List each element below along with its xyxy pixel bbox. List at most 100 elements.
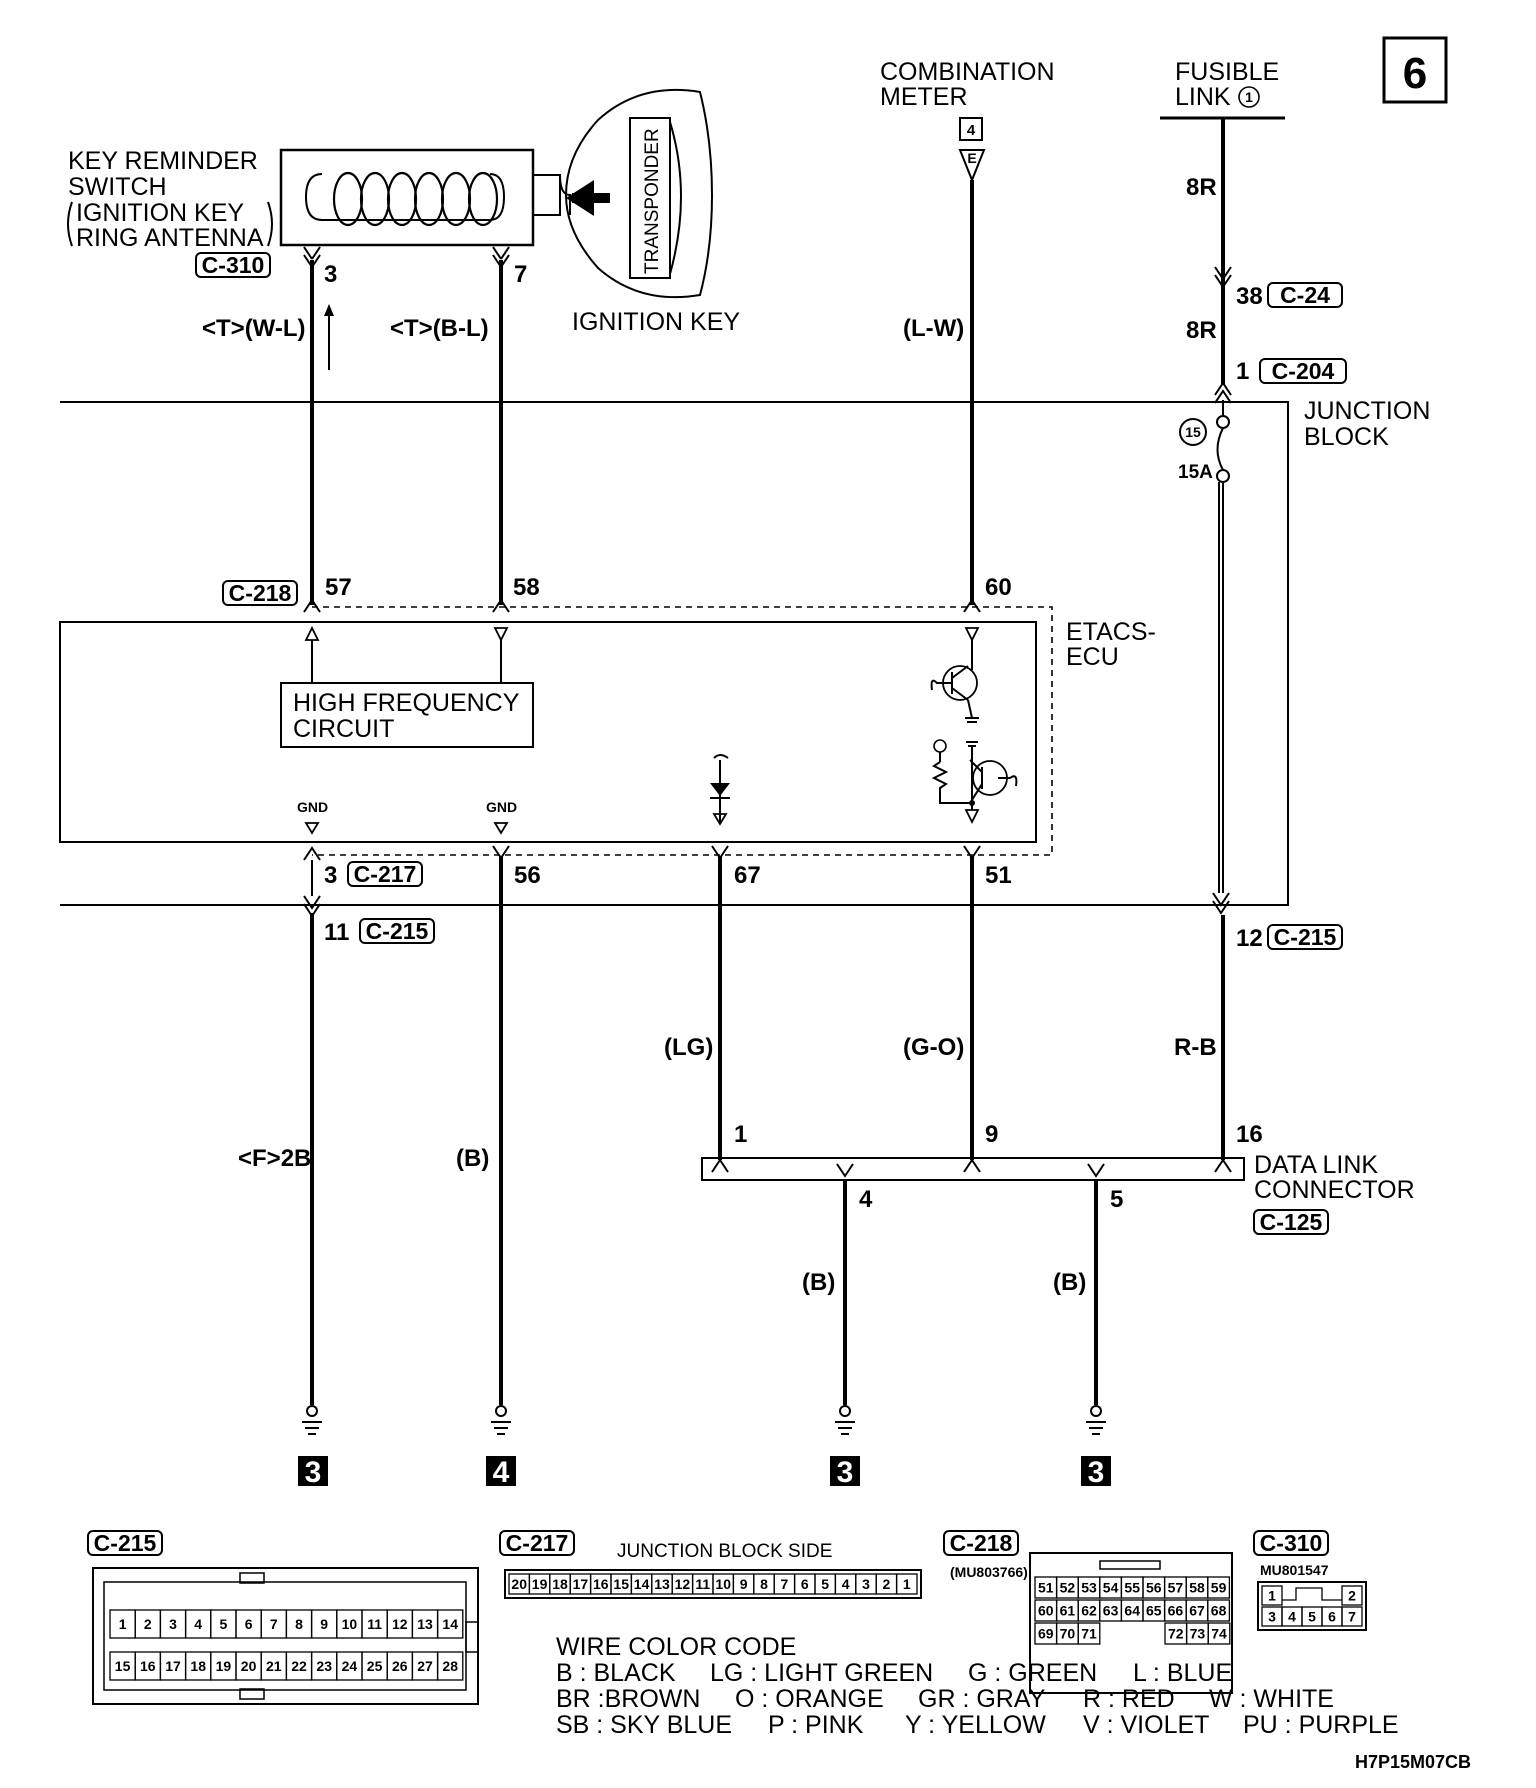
- c310-pin: 7: [1348, 1609, 1356, 1625]
- c215-pin: 1: [119, 1616, 127, 1632]
- ground-1-num: 3: [305, 1456, 322, 1489]
- pin-56: 56: [514, 862, 541, 889]
- c310-pin: 4: [1288, 1609, 1296, 1625]
- ground-1: 3: [298, 1405, 328, 1489]
- dlc-pin-16: 16: [1236, 1121, 1263, 1148]
- pin-38: 38: [1236, 283, 1263, 310]
- data-link-connector: 1 9 16 4 5 DATA LINK CONNECTOR C-125 (B)…: [701, 1121, 1415, 1405]
- connector-c215-tag-1: C-215: [359, 918, 435, 944]
- pin-11: 11: [324, 919, 349, 946]
- c217-pin: 13: [654, 1576, 670, 1592]
- ground-2: 4: [486, 1405, 516, 1489]
- c218-pin: 74: [1211, 1626, 1227, 1642]
- wire-b-56-label: (B): [456, 1145, 489, 1172]
- pin-67: 67: [734, 862, 761, 889]
- wire-lg-label: (LG): [664, 1034, 713, 1061]
- wire-b-4-label: (B): [802, 1269, 835, 1296]
- c218-pin: 70: [1060, 1626, 1076, 1642]
- connector-ref-e: E: [967, 150, 976, 166]
- grounds: 3 4 3 3: [298, 1405, 1111, 1489]
- c218-part-label: (MU803766): [950, 1564, 1028, 1580]
- color-code-sb: SB : SKY BLUE: [556, 1711, 732, 1739]
- c218-pin: 64: [1124, 1603, 1140, 1619]
- wire-color-code: WIRE COLOR CODE B : BLACK LG : LIGHT GRE…: [556, 1633, 1399, 1739]
- connector-ref-4: 4: [967, 122, 976, 139]
- fusible-link: FUSIBLE LINK 1: [1160, 58, 1285, 120]
- c215-pin: 4: [194, 1616, 202, 1632]
- c218-pin: 67: [1189, 1603, 1205, 1619]
- c217-side-label: JUNCTION BLOCK SIDE: [617, 1541, 832, 1562]
- c215-pin: 10: [342, 1616, 358, 1632]
- c215-pin: 22: [291, 1658, 307, 1674]
- c218-pin: 58: [1189, 1580, 1205, 1596]
- c217-pin: 1: [903, 1576, 911, 1592]
- color-code-p: P : PINK: [768, 1711, 864, 1739]
- c218-pin: 55: [1124, 1580, 1140, 1596]
- pin-60: 60: [985, 574, 1012, 601]
- color-code-gr: GR : GRAY: [918, 1685, 1046, 1713]
- pin-3-c217: 3: [324, 862, 337, 889]
- connector-c24-tag: C-24: [1267, 282, 1343, 308]
- data-link-label-2: CONNECTOR: [1254, 1176, 1415, 1204]
- c218-pin: 65: [1146, 1603, 1162, 1619]
- key-reminder-label-3: IGNITION KEY: [76, 199, 244, 227]
- c215-pin: 26: [392, 1658, 408, 1674]
- wire-g-o-label: (G-O): [903, 1034, 964, 1061]
- c218-pin: 59: [1211, 1580, 1227, 1596]
- c218-pin: 52: [1060, 1580, 1076, 1596]
- c217-pin: 17: [573, 1576, 589, 1592]
- c310-pin: 1: [1268, 1588, 1276, 1604]
- junction-block-label-1: JUNCTION: [1304, 397, 1430, 425]
- ground-3-num: 3: [837, 1456, 854, 1489]
- c215-pin: 5: [220, 1616, 228, 1632]
- c218-pin: 61: [1060, 1603, 1076, 1619]
- ground-3: 3: [830, 1405, 860, 1489]
- c217-label: C-217: [354, 861, 417, 887]
- c215-pin: 28: [442, 1658, 458, 1674]
- c218-pin: 66: [1168, 1603, 1184, 1619]
- gnd-label-1: GND: [297, 799, 328, 815]
- c215-pin: 2: [144, 1616, 152, 1632]
- c218-pin: 60: [1038, 1603, 1054, 1619]
- hf-circuit-label-1: HIGH FREQUENCY: [293, 689, 520, 717]
- etacs-label-1: ETACS-: [1066, 618, 1156, 646]
- page-number: 6: [1403, 49, 1427, 98]
- key-reminder-label-2: SWITCH: [68, 173, 167, 201]
- c24-label: C-24: [1280, 282, 1330, 308]
- ignition-key-label: IGNITION KEY: [572, 308, 740, 336]
- fusible-link-number: 1: [1245, 89, 1253, 105]
- pin-57: 57: [325, 574, 352, 601]
- c215-pin: 14: [442, 1616, 458, 1632]
- c218-pin: 63: [1103, 1603, 1119, 1619]
- wire-8r-1: 8R: [1186, 174, 1217, 201]
- pin-51: 51: [985, 862, 1012, 889]
- c215-pin: 27: [417, 1658, 433, 1674]
- junction-block-label-2: BLOCK: [1304, 423, 1389, 451]
- c215-label-1: C-215: [366, 918, 429, 944]
- c218-pin: 57: [1168, 1580, 1184, 1596]
- transponder-label: TRANSPONDER: [642, 128, 663, 274]
- color-code-lg: LG : LIGHT GREEN: [710, 1659, 933, 1687]
- ground-4-num: 3: [1088, 1456, 1105, 1489]
- c217-pin: 8: [760, 1576, 768, 1592]
- c310-part-label: MU801547: [1260, 1562, 1329, 1578]
- c217-pin: 3: [862, 1576, 870, 1592]
- wire-l-w-label: (L-W): [903, 315, 964, 342]
- c217-pin: 15: [613, 1576, 629, 1592]
- c215-pin: 19: [216, 1658, 232, 1674]
- key-reminder-label-4: RING ANTENNA: [76, 224, 264, 252]
- wire-f-2b-label: <F>2B: [238, 1145, 311, 1172]
- c215-view-label: C-215: [94, 1530, 157, 1556]
- connector-c204-tag: C-204: [1259, 358, 1347, 384]
- c215-pin: 12: [392, 1616, 408, 1632]
- color-code-w: W : WHITE: [1209, 1685, 1334, 1713]
- c310-pin: 2: [1348, 1588, 1356, 1604]
- etacs-ecu: ETACS- ECU C-218 57 58 60 HIGH FREQUENCY…: [59, 574, 1156, 856]
- gnd-label-2: GND: [486, 799, 517, 815]
- c217-pin: 18: [552, 1576, 568, 1592]
- ground-4: 3: [1081, 1405, 1111, 1489]
- diagram-code: H7P15M07CB: [1355, 1752, 1471, 1772]
